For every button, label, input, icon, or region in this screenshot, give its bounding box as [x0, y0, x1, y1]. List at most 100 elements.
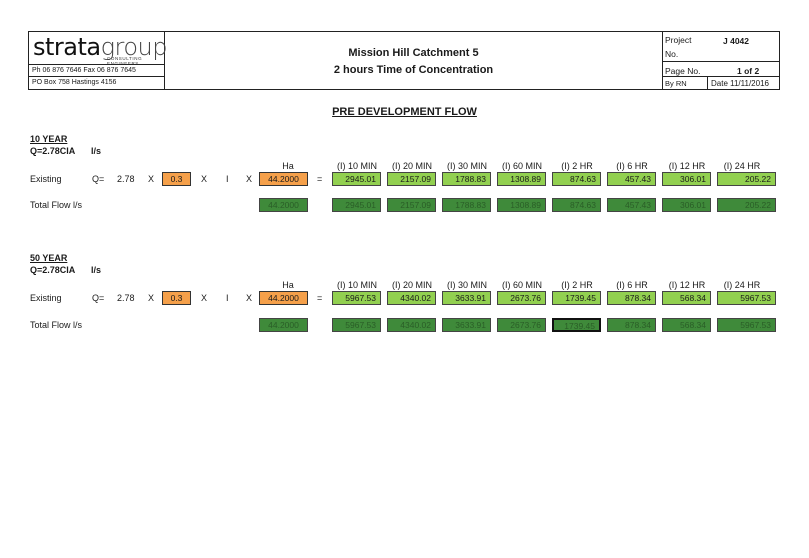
column-header: (I) 6 HR	[616, 161, 648, 171]
column-header: (I) 10 MIN	[336, 161, 377, 171]
row-label-existing: Existing	[30, 174, 62, 184]
column-header: (I) 24 HR	[723, 161, 761, 171]
area-cell: 44.2000	[259, 172, 308, 186]
company-block: stratagroup CONSULTING ENGINEERS Ph 06 8…	[29, 32, 167, 89]
page-number: 1 of 2	[737, 66, 760, 76]
total-flow-cell: 3633.91	[442, 318, 491, 332]
total-flow-cell: 874.63	[552, 198, 601, 212]
column-header: (I) 2 HR	[561, 161, 593, 171]
existing-flow-cell: 2157.09	[387, 172, 436, 186]
multiply-sign: X	[246, 174, 253, 184]
section-title-10-year: 10 YEAR	[30, 134, 68, 144]
document-header: stratagroup CONSULTING ENGINEERS Ph 06 8…	[28, 31, 780, 90]
company-po-box: PO Box 758 Hastings 4156	[32, 79, 117, 86]
total-flow-cell: 878.34	[607, 318, 656, 332]
company-logo: stratagroup	[33, 34, 167, 60]
runoff-coefficient-cell: 0.3	[162, 172, 191, 186]
company-phone-fax: Ph 06 876 7646 Fax 06 876 7645	[32, 67, 136, 74]
row-label-total-flow: Total Flow l/s	[30, 200, 83, 210]
existing-flow-cell: 5967.53	[717, 291, 776, 305]
column-header: (I) 10 MIN	[336, 280, 377, 290]
divider	[707, 76, 708, 89]
project-number: J 4042	[723, 36, 749, 46]
existing-flow-cell: 2945.01	[332, 172, 381, 186]
column-header: (I) 30 MIN	[446, 280, 487, 290]
divider	[29, 64, 164, 65]
existing-flow-cell: 5967.53	[332, 291, 381, 305]
total-flow-cell: 2157.09	[387, 198, 436, 212]
column-header: (I) 60 MIN	[501, 280, 542, 290]
q-equals: Q=	[92, 293, 105, 303]
total-flow-cell: 306.01	[662, 198, 711, 212]
intensity-symbol: I	[226, 174, 229, 184]
total-flow-cell: 2673.76	[497, 318, 546, 332]
coefficient-value: 2.78	[117, 293, 135, 303]
existing-flow-cell: 205.22	[717, 172, 776, 186]
section-title-50-year: 50 YEAR	[30, 253, 68, 263]
total-flow-cell: 205.22	[717, 198, 776, 212]
row-label-total-flow: Total Flow l/s	[30, 320, 83, 330]
logo-main-text: strata	[33, 33, 101, 61]
project-label: Project	[665, 35, 692, 45]
units-label: l/s	[91, 146, 102, 156]
multiply-sign: X	[148, 293, 155, 303]
total-flow-cell: 5967.53	[332, 318, 381, 332]
q-equals: Q=	[92, 174, 105, 184]
column-header: (I) 20 MIN	[391, 161, 432, 171]
column-header: (I) 30 MIN	[446, 161, 487, 171]
ha-label: Ha	[282, 280, 294, 290]
formula-label: Q=2.78CIA	[30, 146, 76, 156]
existing-flow-cell: 1788.83	[442, 172, 491, 186]
total-flow-cell: 2945.01	[332, 198, 381, 212]
total-flow-cell: 5967.53	[717, 318, 776, 332]
existing-flow-cell: 878.34	[607, 291, 656, 305]
existing-flow-cell: 457.43	[607, 172, 656, 186]
total-area-cell: 44.2000	[259, 198, 308, 212]
total-flow-cell: 1788.83	[442, 198, 491, 212]
page-label: Page No.	[665, 66, 701, 76]
formula-label: Q=2.78CIA	[30, 265, 76, 275]
units-label: l/s	[91, 265, 102, 275]
divider	[29, 76, 164, 77]
coefficient-value: 2.78	[117, 174, 135, 184]
existing-flow-cell: 306.01	[662, 172, 711, 186]
column-header: (I) 60 MIN	[501, 161, 542, 171]
equals-sign: =	[317, 174, 323, 184]
total-area-cell: 44.2000	[259, 318, 308, 332]
area-cell: 44.2000	[259, 291, 308, 305]
column-header: (I) 20 MIN	[391, 280, 432, 290]
multiply-sign: X	[201, 293, 208, 303]
existing-flow-cell: 2673.76	[497, 291, 546, 305]
total-flow-cell: 1739.45	[552, 318, 601, 332]
ha-label: Ha	[282, 161, 294, 171]
multiply-sign: X	[246, 293, 253, 303]
total-flow-cell: 1308.89	[497, 198, 546, 212]
total-flow-cell: 457.43	[607, 198, 656, 212]
runoff-coefficient-cell: 0.3	[162, 291, 191, 305]
existing-flow-cell: 1739.45	[552, 291, 601, 305]
project-no-label: No.	[665, 49, 679, 59]
title-block: Mission Hill Catchment 5 2 hours Time of…	[165, 32, 662, 89]
column-header: (I) 6 HR	[616, 280, 648, 290]
existing-flow-cell: 568.34	[662, 291, 711, 305]
document-subtitle: 2 hours Time of Concentration	[333, 64, 494, 76]
existing-flow-cell: 1308.89	[497, 172, 546, 186]
intensity-symbol: I	[226, 293, 229, 303]
document-title: Mission Hill Catchment 5	[348, 47, 479, 59]
divider	[663, 61, 779, 62]
existing-flow-cell: 3633.91	[442, 291, 491, 305]
date-label: Date 11/11/2016	[711, 79, 769, 88]
column-header: (I) 24 HR	[723, 280, 761, 290]
multiply-sign: X	[201, 174, 208, 184]
total-flow-cell: 4340.02	[387, 318, 436, 332]
divider	[663, 76, 779, 77]
column-header: (I) 12 HR	[668, 280, 706, 290]
column-header: (I) 2 HR	[561, 280, 593, 290]
multiply-sign: X	[148, 174, 155, 184]
page-title: PRE DEVELOPMENT FLOW	[332, 106, 477, 118]
existing-flow-cell: 874.63	[552, 172, 601, 186]
logo-subtitle: CONSULTING ENGINEERS	[107, 56, 143, 66]
equals-sign: =	[317, 293, 323, 303]
row-label-existing: Existing	[30, 293, 62, 303]
logo-group-text: group	[100, 33, 168, 61]
